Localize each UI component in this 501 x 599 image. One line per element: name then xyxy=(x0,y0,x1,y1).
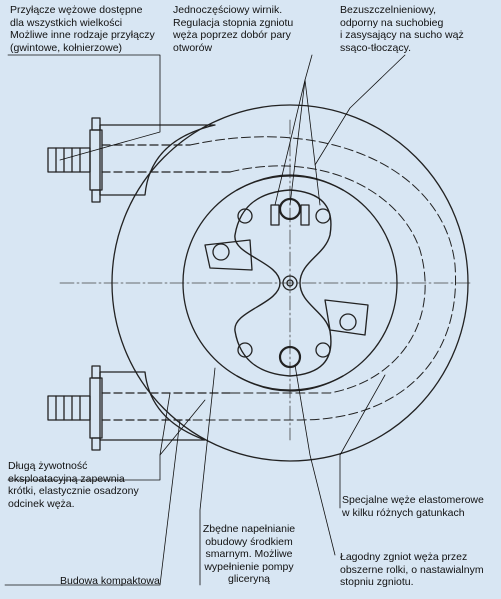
rotor-chamber xyxy=(182,174,398,392)
pump-casing xyxy=(99,104,469,462)
label-no-lubricant-filling: Zbędne napełnianie obudowy środkiem smar… xyxy=(202,523,296,585)
label-gentle-squeeze: Łagodny zgniot węża przez obszerne rolki… xyxy=(340,551,484,588)
label-elastomer-hoses: Specjalne węże elastomerowe w kilku różn… xyxy=(342,494,484,519)
rollers xyxy=(278,197,302,369)
hose-connector-bottom xyxy=(47,365,231,451)
label-long-service-life: Długą żywotność eksploatacyjną zapewnia … xyxy=(8,460,139,510)
hose-connector-top xyxy=(47,117,231,203)
label-sealless-design: Bezuszczelnieniowy, odporny na suchobieg… xyxy=(340,4,464,54)
label-one-piece-rotor: Jednoczęściowy wirnik. Regulacja stopnia… xyxy=(173,4,294,54)
center-lines xyxy=(59,119,471,441)
rotor xyxy=(204,189,369,377)
label-hose-connectors: Przyłącze wężowe dostępne dla wszystkich… xyxy=(10,4,155,54)
label-compact-design: Budowa kompaktowa xyxy=(60,575,160,587)
hose-path xyxy=(189,136,457,421)
leader-lines xyxy=(4,54,406,586)
